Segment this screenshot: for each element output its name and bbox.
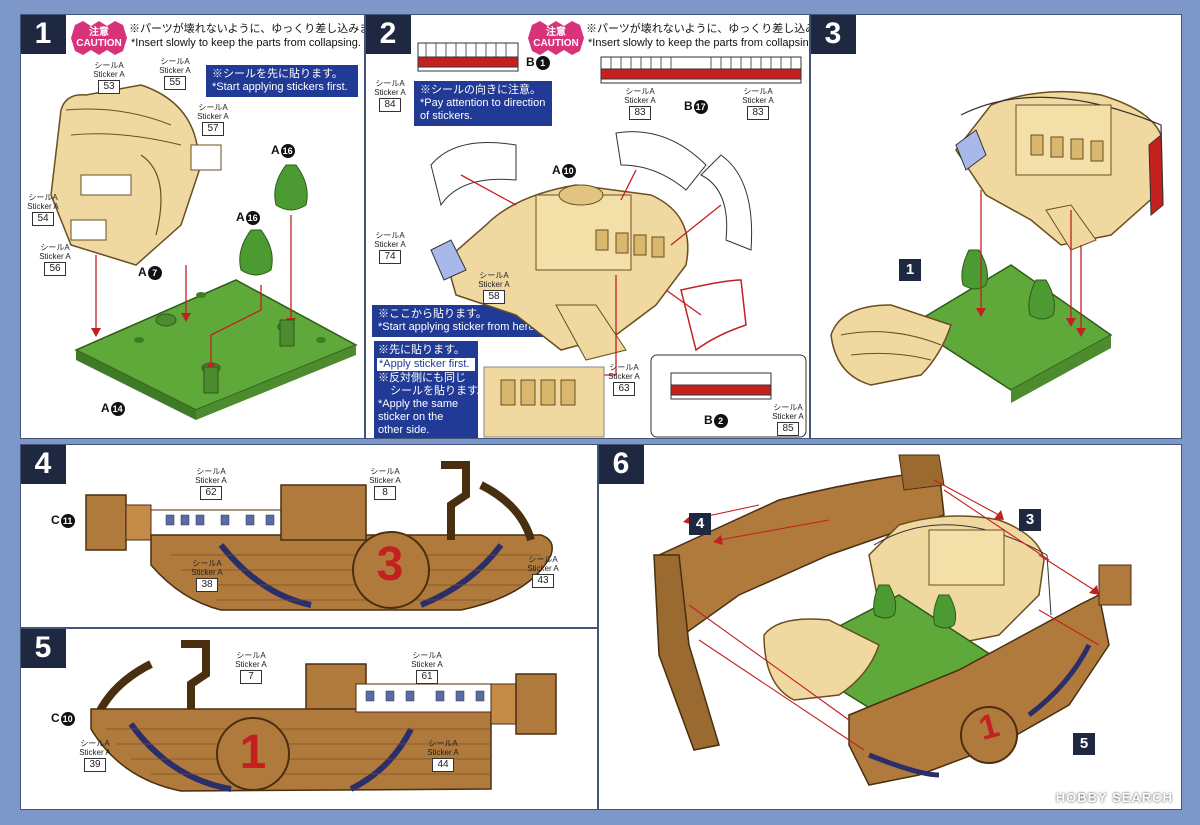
step-reference-badge: 3 (1019, 509, 1041, 531)
step-number: 3 (811, 15, 856, 54)
step-number: 6 (599, 445, 644, 484)
hull-number: 1 (239, 726, 267, 779)
step-6-panel: 6 (598, 444, 1182, 810)
step-6-illustration (653, 454, 1132, 786)
step-5-illustration (90, 640, 557, 792)
step-4-illustration (85, 461, 553, 611)
step-number: 5 (21, 629, 66, 668)
step-number: 4 (21, 445, 66, 484)
step-reference-badge: 4 (689, 513, 711, 535)
step-2-illustration (417, 42, 807, 438)
caution-note-en: *Insert slowly to keep the parts from co… (588, 37, 810, 49)
apply-first-box: ※先に貼ります。 *Apply sticker first. ※反対側にも同じ … (374, 341, 488, 438)
step-reference-badge: 1 (899, 259, 921, 281)
step-number: 1 (21, 15, 66, 54)
step-number: 2 (366, 15, 411, 54)
hobby-search-watermark: HOBBY SEARCH (1055, 790, 1173, 805)
caution-note-jp: ※パーツが壊れないように、ゆっくり差し込みましょう。 (129, 23, 364, 35)
hull-number: 3 (376, 538, 404, 591)
step-3-illustration (830, 90, 1164, 403)
caution-note-jp: ※パーツが壊れないように、ゆっくり差し込みましょう。 (586, 23, 809, 35)
step-1-illustration (50, 84, 358, 420)
step-reference-badge: 5 (1073, 733, 1095, 755)
step-3-panel: 3 1 (810, 14, 1182, 439)
sticker-first-box: ※シールを先に貼ります。*Start applying stickers fir… (206, 65, 358, 97)
caution-note-en: *Insert slowly to keep the parts from co… (131, 37, 361, 49)
